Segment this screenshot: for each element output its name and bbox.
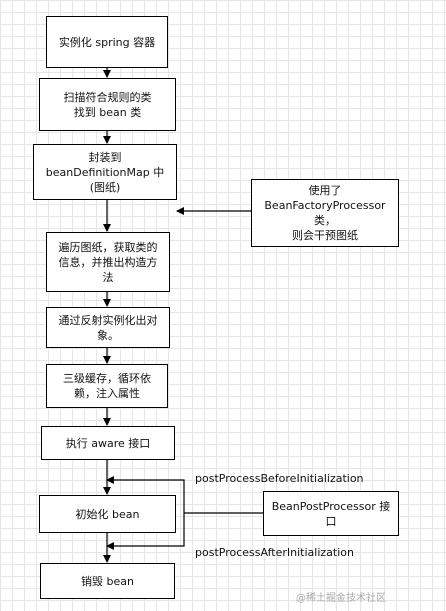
- label-after-init: postProcessAfterInitialization: [195, 546, 354, 559]
- node-cache: 三级缓存，循环依 赖，注入属性: [46, 364, 168, 408]
- loop-before-init: [106, 476, 185, 513]
- label-before-init: postProcessBeforeInitialization: [195, 472, 364, 485]
- node-encapsulate: 封装到 beanDefinitionMap 中 (图纸): [33, 144, 177, 200]
- watermark: @稀土掘金技术社区: [296, 593, 386, 604]
- node-post-processor: BeanPostProcessor 接 口: [263, 491, 399, 536]
- node-destroy: 销毁 bean: [40, 563, 175, 599]
- node-init-bean: 初始化 bean: [39, 495, 176, 533]
- node-scan-classes: 扫描符合规则的类 找到 bean 类: [39, 78, 176, 131]
- node-reflection: 通过反射实例化出对 象。: [46, 307, 170, 348]
- node-aware: 执行 aware 接口: [41, 426, 175, 460]
- node-instantiate-container: 实例化 spring 容器: [46, 16, 168, 68]
- node-traverse: 遍历图纸，获取类的 信息，并推出构造方 法: [46, 232, 170, 292]
- loop-after-init: [106, 513, 185, 550]
- node-factory-processor: 使用了 BeanFactoryProcessor 类， 则会干预图纸: [251, 179, 399, 247]
